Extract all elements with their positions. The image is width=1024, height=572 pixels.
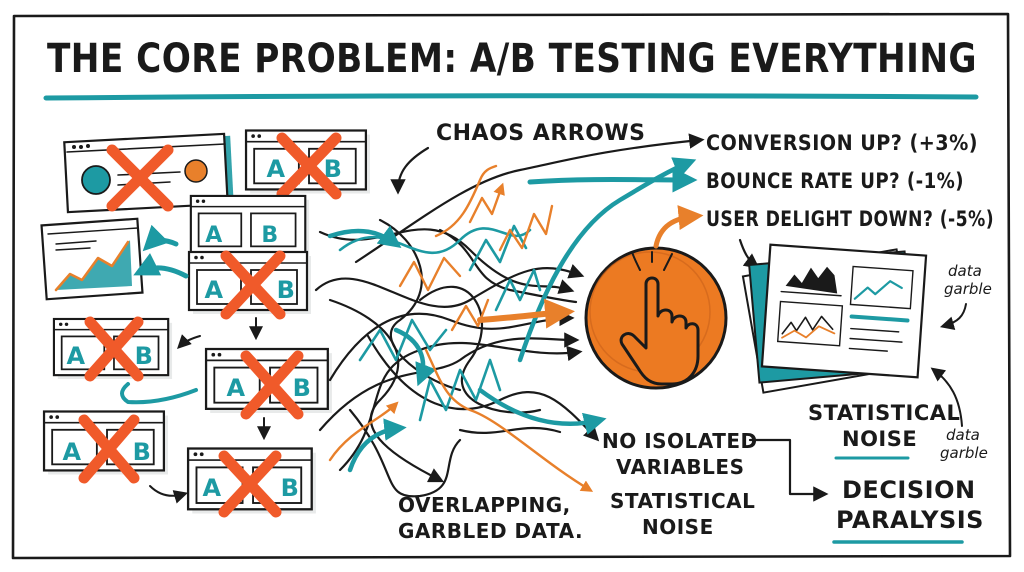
svg-text:A: A [266, 155, 285, 183]
outer-frame [11, 12, 1012, 560]
svg-text:A: A [62, 438, 81, 466]
cross-out-icon [106, 144, 174, 212]
svg-text:A: A [66, 342, 85, 370]
svg-text:A: A [204, 276, 223, 304]
cluster-connectors [120, 224, 271, 504]
label-statistical-noise-right: STATISTICAL NOISE [808, 401, 968, 451]
test-window-8: A B [42, 410, 170, 484]
chaos-arrows [314, 133, 705, 498]
svg-text:A: A [226, 374, 245, 402]
svg-text:B: B [133, 438, 152, 466]
test-window-3: A B [189, 194, 311, 258]
svg-text:B: B [261, 223, 278, 248]
label-decision-paralysis: DECISION PARALYSIS [836, 476, 984, 534]
svg-text:B: B [324, 155, 343, 183]
test-window-2: A B [244, 129, 372, 200]
label-overlapping-data: OVERLAPPING, GARBLED DATA. [398, 493, 583, 543]
label-statistical-noise-bottom: STATISTICAL NOISE [610, 489, 763, 539]
title-underline [43, 93, 979, 101]
svg-text:B: B [281, 474, 300, 502]
test-window-5: A B [187, 250, 313, 320]
test-window-chart [40, 217, 144, 301]
label-chaos-arrows: CHAOS ARROWS [436, 121, 646, 146]
report-stack [741, 243, 928, 394]
label-data-garble-1: data garble [944, 262, 992, 298]
label-conversion: CONVERSION UP? (+3%) [706, 131, 978, 155]
test-window-6: A B [52, 316, 174, 382]
test-window-9: A B [186, 447, 318, 518]
test-window-7: A B [204, 347, 334, 420]
svg-text:A: A [202, 474, 221, 502]
label-bounce: BOUNCE RATE UP? (-1%) [706, 169, 964, 193]
label-data-garble-2: data garble [940, 426, 988, 462]
label-no-isolated-variables: NO ISOLATED VARIABLES [602, 429, 765, 479]
svg-text:B: B [293, 374, 312, 402]
label-delight: USER DELIGHT DOWN? (-5%) [706, 207, 994, 231]
svg-text:B: B [277, 276, 296, 304]
hand-pointer-icon [584, 246, 728, 390]
svg-text:B: B [135, 342, 154, 370]
svg-text:A: A [205, 223, 223, 248]
page-title: THE CORE PROBLEM: A/B TESTING EVERYTHING [47, 36, 977, 82]
